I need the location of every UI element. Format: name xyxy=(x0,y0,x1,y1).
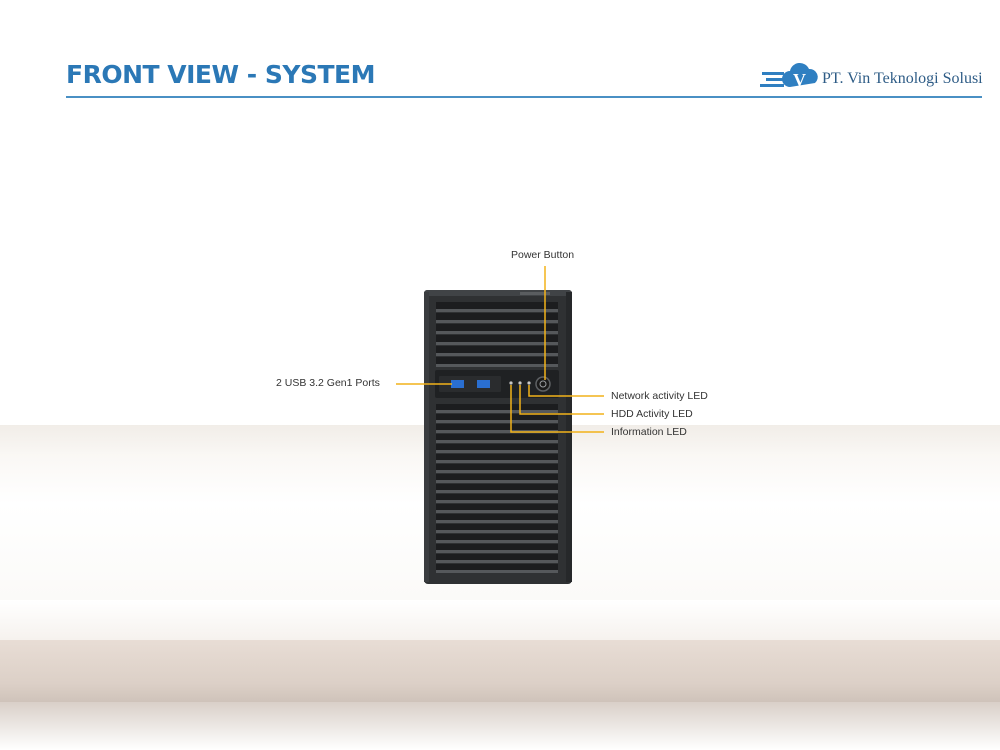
chassis-right-edge xyxy=(566,292,572,582)
chassis-left-edge xyxy=(424,292,429,582)
vent-slot xyxy=(436,564,558,570)
background-shelf-fade xyxy=(0,702,1000,750)
vent-slot xyxy=(436,414,558,420)
info-led-callout-line xyxy=(510,385,604,433)
vent-slot xyxy=(436,357,558,364)
hdd-led-callout-line xyxy=(519,385,604,415)
vent-slot xyxy=(436,424,558,430)
company-name: PT. Vin Teknologi Solusi xyxy=(822,70,983,87)
vent-slat xyxy=(436,510,558,513)
usb-ports-label: 2 USB 3.2 Gen1 Ports xyxy=(276,377,380,389)
vent-slot xyxy=(436,484,558,490)
company-logo: V xyxy=(760,62,818,90)
vent-slot xyxy=(436,313,558,320)
vent-slat xyxy=(436,430,558,433)
lower-vent-grille xyxy=(436,404,558,573)
cloud-v-icon: V xyxy=(760,62,818,90)
vent-slot xyxy=(436,464,558,470)
hdd-led-label: HDD Activity LED xyxy=(611,408,693,420)
vent-slat xyxy=(436,353,558,356)
power-icon xyxy=(539,380,547,388)
vent-slat xyxy=(436,410,558,413)
vent-slat xyxy=(436,460,558,463)
vent-slat xyxy=(436,540,558,543)
svg-text:V: V xyxy=(793,70,806,90)
network-activity-led xyxy=(527,381,531,385)
vent-slat xyxy=(436,320,558,323)
vent-slot xyxy=(436,434,558,440)
info-led-label: Information LED xyxy=(611,426,687,438)
vent-slot xyxy=(436,474,558,480)
brand-badge xyxy=(520,292,550,295)
background-shelf xyxy=(0,640,1000,702)
vent-slot xyxy=(436,524,558,530)
vent-slot xyxy=(436,404,558,410)
vent-slot xyxy=(436,454,558,460)
vent-slot xyxy=(436,504,558,510)
upper-vent-grille xyxy=(436,302,558,367)
vent-slot xyxy=(436,444,558,450)
title-divider xyxy=(66,96,982,98)
vent-slat xyxy=(436,560,558,563)
vent-slat xyxy=(436,520,558,523)
vent-slat xyxy=(436,470,558,473)
vent-slot xyxy=(436,335,558,342)
vent-slot xyxy=(436,534,558,540)
information-led xyxy=(509,381,513,385)
vent-slat xyxy=(436,530,558,533)
vent-slat xyxy=(436,364,558,367)
vent-slat xyxy=(436,450,558,453)
vent-slot xyxy=(436,346,558,353)
hdd-activity-led xyxy=(518,381,522,385)
vent-slat xyxy=(436,570,558,573)
network-led-label: Network activity LED xyxy=(611,390,708,402)
vent-slat xyxy=(436,500,558,503)
vent-slat xyxy=(436,440,558,443)
vent-slot xyxy=(436,302,558,309)
power-button xyxy=(535,376,551,392)
vent-slat xyxy=(436,550,558,553)
network-led-callout-line xyxy=(528,385,604,397)
vent-slot xyxy=(436,514,558,520)
vent-slat xyxy=(436,490,558,493)
usb-port-1 xyxy=(451,380,464,388)
vent-slat xyxy=(436,331,558,334)
vent-slat xyxy=(436,342,558,345)
page-title: FRONT VIEW - SYSTEM xyxy=(66,60,375,89)
vent-slat xyxy=(436,420,558,423)
vent-slot xyxy=(436,494,558,500)
vent-slat xyxy=(436,480,558,483)
vent-slot xyxy=(436,324,558,331)
background-band-shadow xyxy=(0,600,1000,640)
power-button-label: Power Button xyxy=(511,249,575,261)
usb-port-2 xyxy=(477,380,490,388)
callout-lines xyxy=(396,266,604,433)
vent-slot xyxy=(436,554,558,560)
vent-slot xyxy=(436,544,558,550)
vent-slat xyxy=(436,309,558,312)
